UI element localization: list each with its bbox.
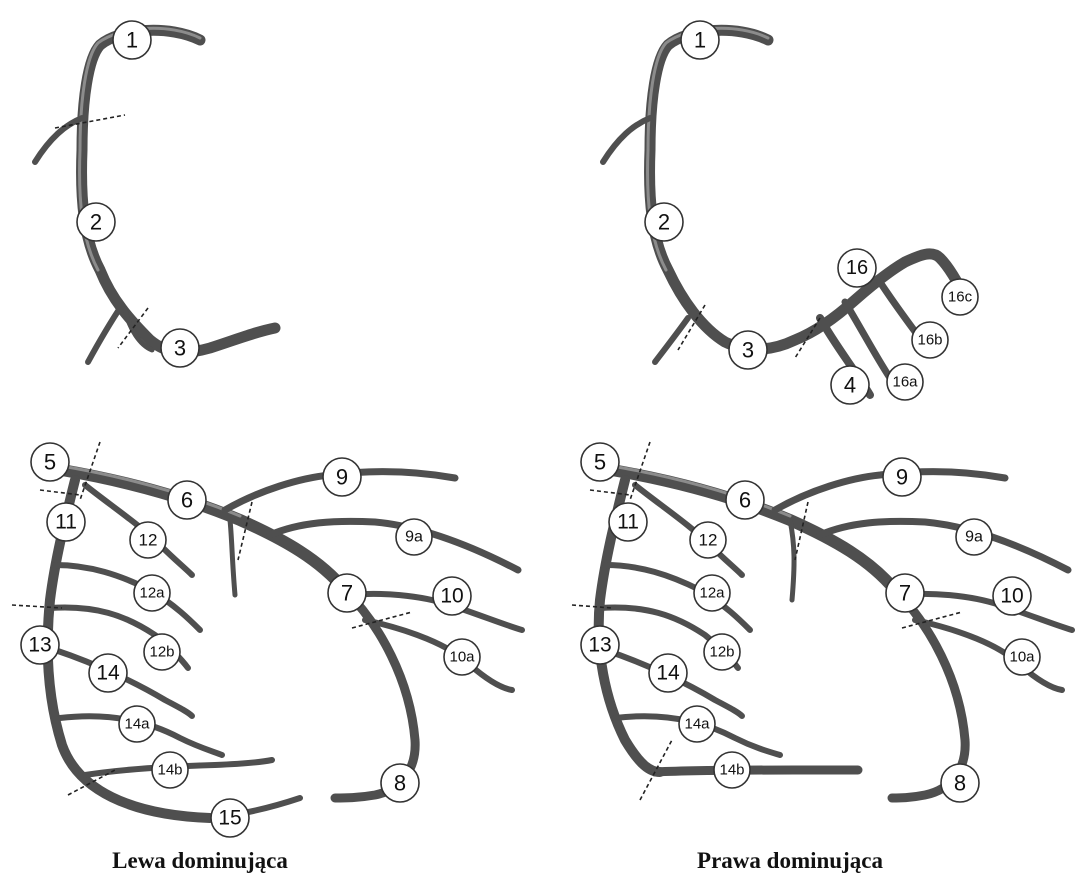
svg-text:12a: 12a [699,585,725,602]
segment-badge-12b: 12b [704,634,740,670]
segment-badge-4: 4 [831,366,869,404]
segment-badge-13: 13 [21,626,59,664]
segment-badge-9: 9 [323,458,361,496]
svg-text:16a: 16a [892,374,918,391]
svg-text:12: 12 [699,531,718,550]
svg-text:5: 5 [44,450,56,475]
svg-text:10: 10 [1000,585,1023,608]
segment-badge-10a: 10a [1004,639,1040,675]
svg-text:12b: 12b [709,644,734,661]
svg-text:3: 3 [174,336,186,361]
caption-right-dominant: Prawa dominująca [697,848,883,873]
svg-text:16c: 16c [948,289,973,306]
segment-badge-6: 6 [726,481,764,519]
segment-badge-5: 5 [31,443,69,481]
svg-text:9a: 9a [965,529,983,546]
svg-text:12a: 12a [139,585,165,602]
svg-text:14a: 14a [684,716,710,733]
segment-badge-13: 13 [581,626,619,664]
svg-text:2: 2 [90,210,102,235]
panel-bottom-right: 5 6 7 8 9 9a 10 10a 11 12 12a 12b 13 14 … [572,442,1072,873]
svg-text:16: 16 [846,257,868,279]
svg-text:5: 5 [594,450,606,475]
segment-badge-1: 1 [113,21,151,59]
svg-text:13: 13 [588,634,611,657]
segment-badge-16b: 16b [912,322,948,358]
segment-badge-14a: 14a [119,706,155,742]
svg-text:10a: 10a [449,649,475,666]
segment-badge-14b: 14b [714,752,750,788]
segment-badge-15: 15 [211,799,249,837]
svg-text:14b: 14b [157,762,182,779]
svg-text:8: 8 [394,771,406,796]
segment-badge-3: 3 [161,329,199,367]
segment-badge-2: 2 [645,203,683,241]
svg-text:14: 14 [96,662,120,685]
segment-badge-12a: 12a [134,575,170,611]
segment-badge-14: 14 [649,654,687,692]
svg-text:8: 8 [954,771,966,796]
svg-text:14a: 14a [124,716,150,733]
svg-text:2: 2 [658,210,670,235]
svg-text:15: 15 [218,807,241,830]
segment-boundary [55,115,125,128]
segment-badge-12a: 12a [694,575,730,611]
rca-vessel [35,28,275,362]
svg-text:10: 10 [440,585,463,608]
segment-badge-9: 9 [883,458,921,496]
segment-badge-12: 12 [130,522,166,558]
svg-text:13: 13 [28,634,51,657]
segment-badge-10: 10 [993,577,1031,615]
svg-text:9a: 9a [405,529,423,546]
segment-badge-5: 5 [581,443,619,481]
segment-badge-16: 16 [838,249,876,287]
segment-badge-9a: 9a [396,519,432,555]
svg-text:4: 4 [844,373,856,398]
svg-text:14: 14 [656,662,680,685]
svg-text:1: 1 [126,28,138,53]
segment-badge-16c: 16c [942,279,978,315]
svg-text:11: 11 [55,511,77,534]
segment-badge-11: 11 [609,503,647,541]
svg-text:3: 3 [742,338,754,363]
segment-badge-10: 10 [433,577,471,615]
svg-text:7: 7 [899,581,911,606]
segment-badge-8: 8 [941,764,979,802]
segment-badge-7: 7 [886,574,924,612]
svg-text:6: 6 [181,488,193,513]
segment-badge-14a: 14a [679,706,715,742]
segment-badge-8: 8 [381,764,419,802]
segment-badge-11: 11 [47,503,85,541]
svg-text:9: 9 [336,465,348,490]
caption-left-dominant: Lewa dominująca [112,848,288,873]
svg-text:16b: 16b [917,332,942,349]
svg-text:6: 6 [739,488,751,513]
segment-badge-12: 12 [690,522,726,558]
panel-top-right: 1 2 3 4 16 16a 16b 16c [603,21,978,404]
segment-badge-10a: 10a [444,639,480,675]
segment-badge-14b: 14b [152,752,188,788]
segment-badge-3: 3 [729,331,767,369]
panel-bottom-left: 5 6 7 8 9 9a 10 10a 11 12 12a 12b 13 14 … [12,442,522,873]
segment-badge-14: 14 [89,654,127,692]
panel-top-left: 1 2 3 [35,21,275,367]
segment-badge-9a: 9a [956,519,992,555]
svg-text:7: 7 [341,581,353,606]
segment-badge-6: 6 [168,481,206,519]
svg-text:11: 11 [617,511,639,534]
segment-badge-1: 1 [681,21,719,59]
svg-text:10a: 10a [1009,649,1035,666]
svg-text:12b: 12b [149,644,174,661]
segment-badge-12b: 12b [144,634,180,670]
svg-text:1: 1 [694,28,706,53]
svg-text:9: 9 [896,465,908,490]
segment-badge-16a: 16a [887,364,923,400]
svg-text:12: 12 [139,531,158,550]
lca-vessel [599,466,1072,798]
segment-badge-7: 7 [328,574,366,612]
segment-badge-2: 2 [77,203,115,241]
svg-text:14b: 14b [719,762,744,779]
